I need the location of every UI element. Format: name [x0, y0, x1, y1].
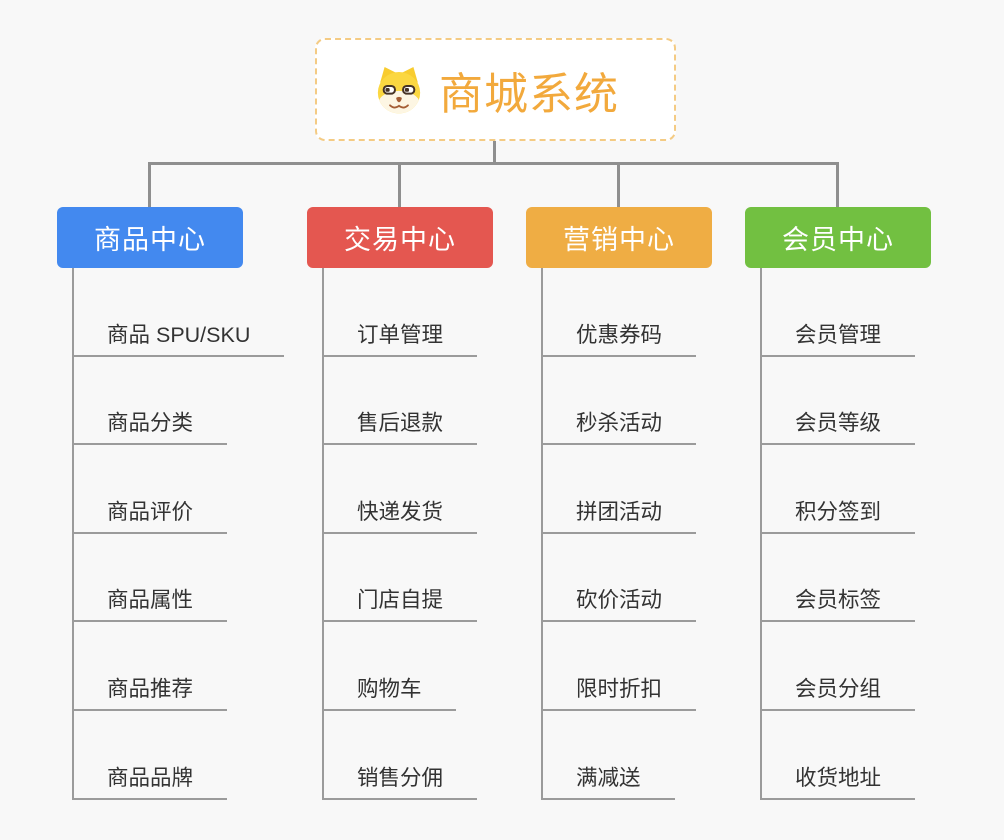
connector-drop-marketing [617, 162, 620, 208]
connector-drop-member [836, 162, 839, 208]
leaf-node-points-checkin[interactable]: 积分签到 [762, 445, 916, 534]
leaf-node-product-attribute[interactable]: 商品属性 [74, 534, 228, 623]
connector-drop-trade [398, 162, 401, 208]
leaf-node-flash-sale[interactable]: 秒杀活动 [543, 357, 697, 446]
branch-column-member: 会员管理 会员等级 积分签到 会员标签 会员分组 收货地址 [760, 268, 916, 800]
dog-mascot-icon [377, 66, 421, 113]
branch-node-trade-center[interactable]: 交易中心 [307, 207, 493, 268]
root-node[interactable]: 商城系统 [315, 38, 676, 141]
leaf-node-bargain-activity[interactable]: 砍价活动 [543, 534, 697, 623]
leaf-node-coupon-code[interactable]: 优惠券码 [543, 268, 697, 357]
leaf-node-shipping-address[interactable]: 收货地址 [762, 711, 916, 800]
leaf-node-member-tag[interactable]: 会员标签 [762, 534, 916, 623]
leaf-node-full-reduction[interactable]: 满减送 [543, 711, 675, 800]
connector-root-stub [493, 141, 496, 165]
branch-column-trade: 订单管理 售后退款 快递发货 门店自提 购物车 销售分佣 [322, 268, 478, 800]
leaf-node-product-spu-sku[interactable]: 商品 SPU/SKU [74, 268, 285, 357]
leaf-node-order-management[interactable]: 订单管理 [324, 268, 478, 357]
leaf-node-product-recommend[interactable]: 商品推荐 [74, 622, 228, 711]
leaf-node-limited-time-discount[interactable]: 限时折扣 [543, 622, 697, 711]
leaf-node-store-pickup[interactable]: 门店自提 [324, 534, 478, 623]
branch-column-product: 商品 SPU/SKU 商品分类 商品评价 商品属性 商品推荐 商品品牌 [72, 268, 285, 800]
leaf-node-express-delivery[interactable]: 快递发货 [324, 445, 478, 534]
leaf-node-member-management[interactable]: 会员管理 [762, 268, 916, 357]
leaf-node-after-sale-refund[interactable]: 售后退款 [324, 357, 478, 446]
leaf-node-product-brand[interactable]: 商品品牌 [74, 711, 228, 800]
leaf-node-product-review[interactable]: 商品评价 [74, 445, 228, 534]
branch-node-marketing-center[interactable]: 营销中心 [526, 207, 712, 268]
connector-drop-product [148, 162, 151, 208]
connector-horizontal [148, 162, 839, 165]
leaf-node-shopping-cart[interactable]: 购物车 [324, 622, 456, 711]
leaf-node-sales-commission[interactable]: 销售分佣 [324, 711, 478, 800]
leaf-node-member-level[interactable]: 会员等级 [762, 357, 916, 446]
branch-node-product-center[interactable]: 商品中心 [57, 207, 243, 268]
root-title: 商城系统 [439, 69, 619, 119]
branch-node-member-center[interactable]: 会员中心 [745, 207, 931, 268]
leaf-node-product-category[interactable]: 商品分类 [74, 357, 228, 446]
branch-column-marketing: 优惠券码 秒杀活动 拼团活动 砍价活动 限时折扣 满减送 [541, 268, 697, 800]
leaf-node-group-buy[interactable]: 拼团活动 [543, 445, 697, 534]
leaf-node-member-group[interactable]: 会员分组 [762, 622, 916, 711]
